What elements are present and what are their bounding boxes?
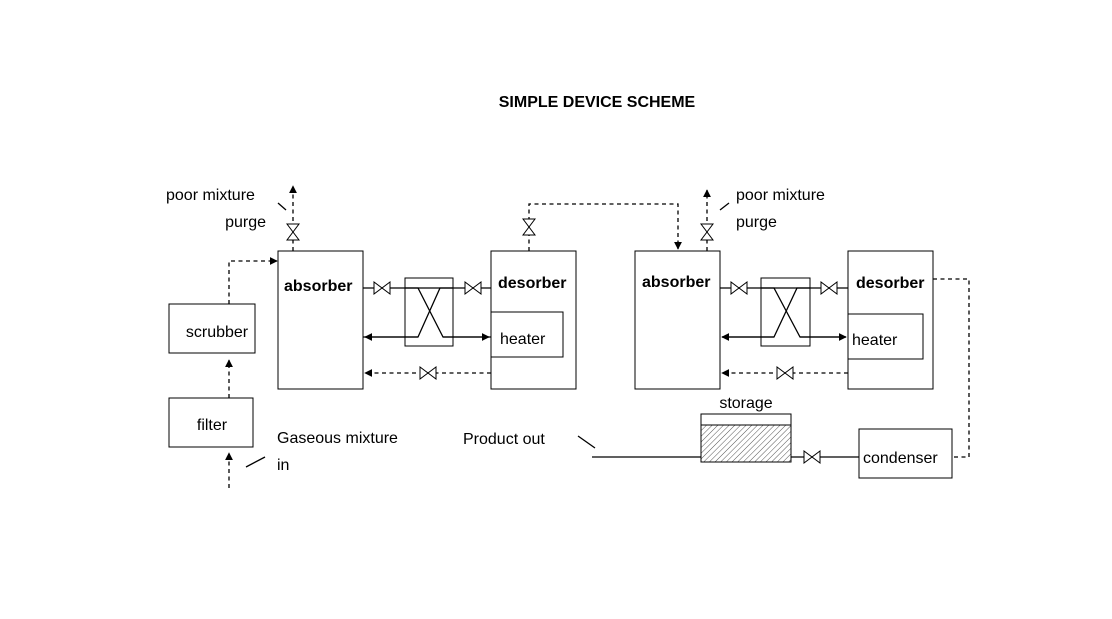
diagram-title: SIMPLE DEVICE SCHEME [499, 94, 696, 111]
poor-mixture-label-right: poor mixture [736, 187, 825, 204]
scrubber-to-absorber-line [228, 257, 278, 304]
purge-leader-right [719, 202, 730, 211]
purge-valve-right [700, 223, 714, 241]
heater-1-box [490, 311, 564, 358]
condenser-label: condenser [863, 450, 938, 467]
filter-label: filter [197, 417, 228, 434]
valve-1a [373, 281, 391, 295]
gaseous-mixture-label: Gaseous mixture [277, 430, 398, 447]
storage-label: storage [719, 395, 772, 412]
desorber-1-label: desorber [498, 275, 566, 292]
filter-box [168, 397, 254, 448]
heater-2-box [847, 313, 924, 360]
valve-1b [464, 281, 482, 295]
desorber1-to-absorber2-line [528, 203, 682, 251]
purge-label-right: purge [736, 214, 777, 231]
condenser-box [858, 428, 953, 479]
heater-2-label: heater [852, 332, 898, 349]
valve-2c [776, 366, 794, 380]
gaseous-mixture-in-label: in [277, 457, 289, 474]
product-out-label: Product out [463, 431, 545, 448]
purge-leader-left [277, 202, 287, 211]
storage-tank-body [700, 424, 792, 463]
valve-transfer [522, 218, 536, 236]
absorber-2-box [634, 250, 721, 390]
valve-1c [419, 366, 437, 380]
scrubber-box [168, 303, 256, 354]
absorber-1-label: absorber [284, 278, 352, 295]
absorber-2-label: absorber [642, 274, 710, 291]
scrubber-label: scrubber [186, 324, 249, 341]
heater-1-label: heater [500, 331, 546, 348]
desorber-2-label: desorber [856, 275, 924, 292]
poor-mixture-label-left: poor mixture [166, 187, 255, 204]
absorber-1-box [277, 250, 364, 390]
valve-2a [730, 281, 748, 295]
storage-valve [803, 450, 821, 464]
desorber2-to-condenser-line [933, 278, 970, 458]
storage-tank-top [700, 413, 792, 426]
purge-label-left: purge [225, 214, 266, 231]
purge-valve-left [286, 223, 300, 241]
gaseous-mixture-leader [245, 456, 266, 468]
valve-2b [820, 281, 838, 295]
product-out-leader [577, 435, 596, 449]
